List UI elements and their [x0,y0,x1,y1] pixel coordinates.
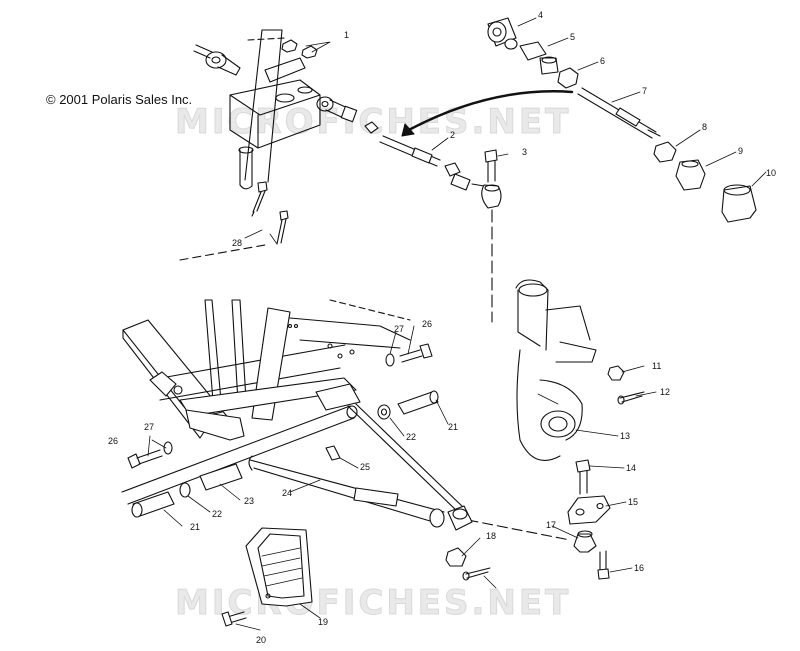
bolt-14 [575,459,591,495]
cotter-pin-12-upper [617,391,645,405]
washer-27-right [385,353,395,367]
washer-27-left [163,441,173,455]
bushing-21-right [397,390,439,415]
callout-14: 14 [626,463,636,473]
frame [122,299,411,441]
spindle-13 [515,279,597,461]
callout-5: 5 [570,32,575,42]
callout-18: 18 [486,531,496,541]
callout-1: 1 [344,30,349,40]
bolt-16 [597,550,610,580]
bolts-28 [179,181,289,261]
nut-6 [557,67,579,89]
callout-2: 2 [450,130,455,140]
callout-9: 9 [738,146,743,156]
callout-20: 20 [256,635,266,645]
nuts-1 [281,39,331,59]
steering-post [229,29,321,190]
a-arm-24 [121,403,473,531]
callout-22-left: 22 [212,509,222,519]
plate-15 [567,495,611,525]
nut-18 [445,547,467,567]
callout-13: 13 [620,431,630,441]
washer-22-left [179,482,191,498]
callout-25: 25 [360,462,370,472]
callout-15: 15 [628,497,638,507]
washer-17 [573,530,597,553]
rod-end-9 [675,159,706,191]
callout-6: 6 [600,56,605,66]
boot-10 [721,184,757,223]
tie-rod-2 [316,96,502,209]
callout-10: 10 [766,168,776,178]
bolt-26-left [127,449,163,469]
direction-arrow [401,90,574,137]
nut-11 [607,365,625,381]
washer-22-right [377,404,391,420]
watermark-bottom: MICROFICHES.NET [174,583,572,624]
callout-19: 19 [318,617,328,627]
callout-11: 11 [652,361,661,371]
leader-lines [147,17,767,631]
lower-assembly-line [467,519,571,541]
rod-7 [577,87,661,139]
callout-17: 17 [546,520,556,530]
screw-20 [221,611,247,627]
callout-21-left: 21 [190,522,200,532]
nut-8 [653,141,677,163]
guard-19 [245,527,313,607]
callout-23: 23 [244,496,254,506]
callout-21-right: 21 [448,422,458,432]
parts-5 [504,38,559,75]
callout-26-right: 26 [422,319,432,329]
callout-4: 4 [538,10,543,20]
bushing-21-left [131,491,175,518]
callout-3: 3 [522,147,527,157]
cotter-pin-12-lower [462,567,491,581]
callout-16: 16 [634,563,644,573]
callout-12-upper: 12 [660,387,670,397]
tie-rod-end-left [193,44,241,76]
callout-22-right: 22 [406,432,416,442]
callout-28: 28 [232,238,242,248]
callout-26-left: 26 [108,436,118,446]
callout-7: 7 [642,86,647,96]
callout-27-right: 27 [394,324,404,334]
callout-27-left: 27 [144,422,154,432]
grease-fitting-25 [325,445,341,461]
bolt-3 [484,149,498,183]
bolt-26-right [399,343,433,363]
callout-labels: 1 2 3 4 5 6 7 8 9 10 11 12 13 14 15 16 1… [108,10,776,645]
copyright-text: © 2001 Polaris Sales Inc. [46,92,193,107]
callout-8: 8 [702,122,707,132]
callout-24: 24 [282,488,292,498]
